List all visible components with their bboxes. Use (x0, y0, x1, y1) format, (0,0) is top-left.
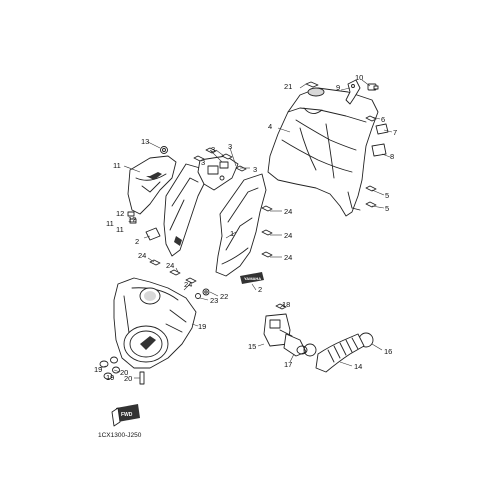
label-6: 6 (381, 115, 385, 124)
label-2: 2 (135, 237, 139, 246)
label-7: 7 (393, 128, 397, 137)
center-bracket (197, 155, 239, 191)
label-5: 5 (385, 204, 389, 213)
screw-set (365, 115, 377, 208)
label-14: 14 (354, 362, 362, 371)
label-24: 24 (184, 280, 192, 289)
label-24: 24 (138, 251, 146, 260)
front-cover (127, 155, 177, 215)
bolt-small (367, 83, 379, 91)
rear-inner-panel (267, 87, 379, 217)
label-13: 13 (141, 137, 149, 146)
label-11: 11 (116, 225, 124, 234)
label-3: 3 (253, 165, 257, 174)
label-1: 1 (230, 229, 234, 238)
leg-shield-right (215, 173, 267, 277)
drawing-code: 1CX1300-J250 (98, 432, 142, 439)
label-12: 12 (116, 209, 124, 218)
leader-lines (99, 79, 393, 379)
intake-duct (315, 333, 365, 373)
label-24: 24 (284, 207, 292, 216)
part-labels: 21 9 10 6 7 8 5 5 4 13 11 11 11 12 12 2 … (94, 73, 397, 383)
grommet (160, 146, 168, 154)
label-8: 8 (390, 152, 394, 161)
label-20: 20 (120, 368, 128, 377)
label-4: 4 (268, 122, 272, 131)
label-23: 23 (210, 296, 218, 305)
fastener-set (99, 356, 145, 385)
fwd-badge-text: FWD (121, 412, 133, 418)
lower-front-panel (113, 277, 197, 369)
label-15: 15 (248, 342, 256, 351)
bracket (345, 79, 361, 105)
label-24: 24 (284, 231, 292, 240)
label-19: 19 (106, 373, 114, 382)
connector-tube (283, 333, 308, 357)
clip-pair (127, 211, 137, 224)
label-11: 11 (113, 161, 121, 170)
label-12: 12 (128, 215, 136, 224)
label-22: 22 (220, 292, 228, 301)
label-24: 24 (166, 261, 174, 270)
label-3: 3 (211, 145, 215, 154)
label-11: 11 (106, 219, 114, 228)
label-10: 10 (355, 73, 363, 82)
label-18: 18 (282, 300, 290, 309)
decal: YAMAHA (240, 272, 264, 284)
label-16: 16 (384, 347, 392, 356)
washer (195, 288, 210, 299)
label-9: 9 (336, 83, 340, 92)
label-2: 2 (258, 285, 262, 294)
label-20: 20 (124, 374, 132, 383)
label-17: 17 (284, 360, 292, 369)
label-24: 24 (284, 253, 292, 262)
label-3: 3 (201, 158, 205, 167)
leg-shield-left (163, 163, 207, 257)
label-19: 19 (94, 365, 102, 374)
fwd-badge: FWD (111, 404, 140, 427)
brand-decal-text: YAMAHA (244, 276, 261, 281)
pad (371, 123, 389, 157)
clip (145, 227, 161, 241)
label-5: 5 (385, 191, 389, 200)
label-21: 21 (284, 82, 292, 91)
label-19: 19 (198, 322, 206, 331)
screw (305, 81, 319, 88)
screw-set (193, 147, 247, 172)
label-3: 3 (228, 142, 232, 151)
